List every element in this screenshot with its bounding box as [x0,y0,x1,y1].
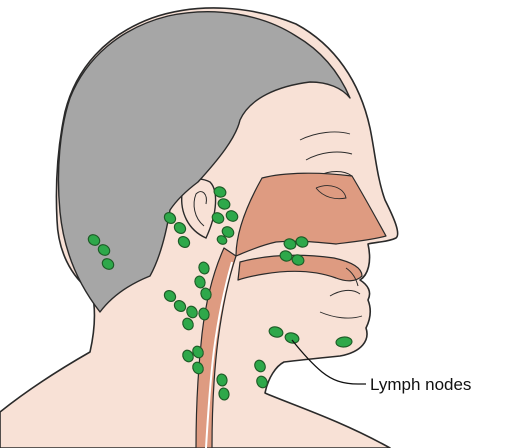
lymph-nodes-label: Lymph nodes [370,375,471,394]
